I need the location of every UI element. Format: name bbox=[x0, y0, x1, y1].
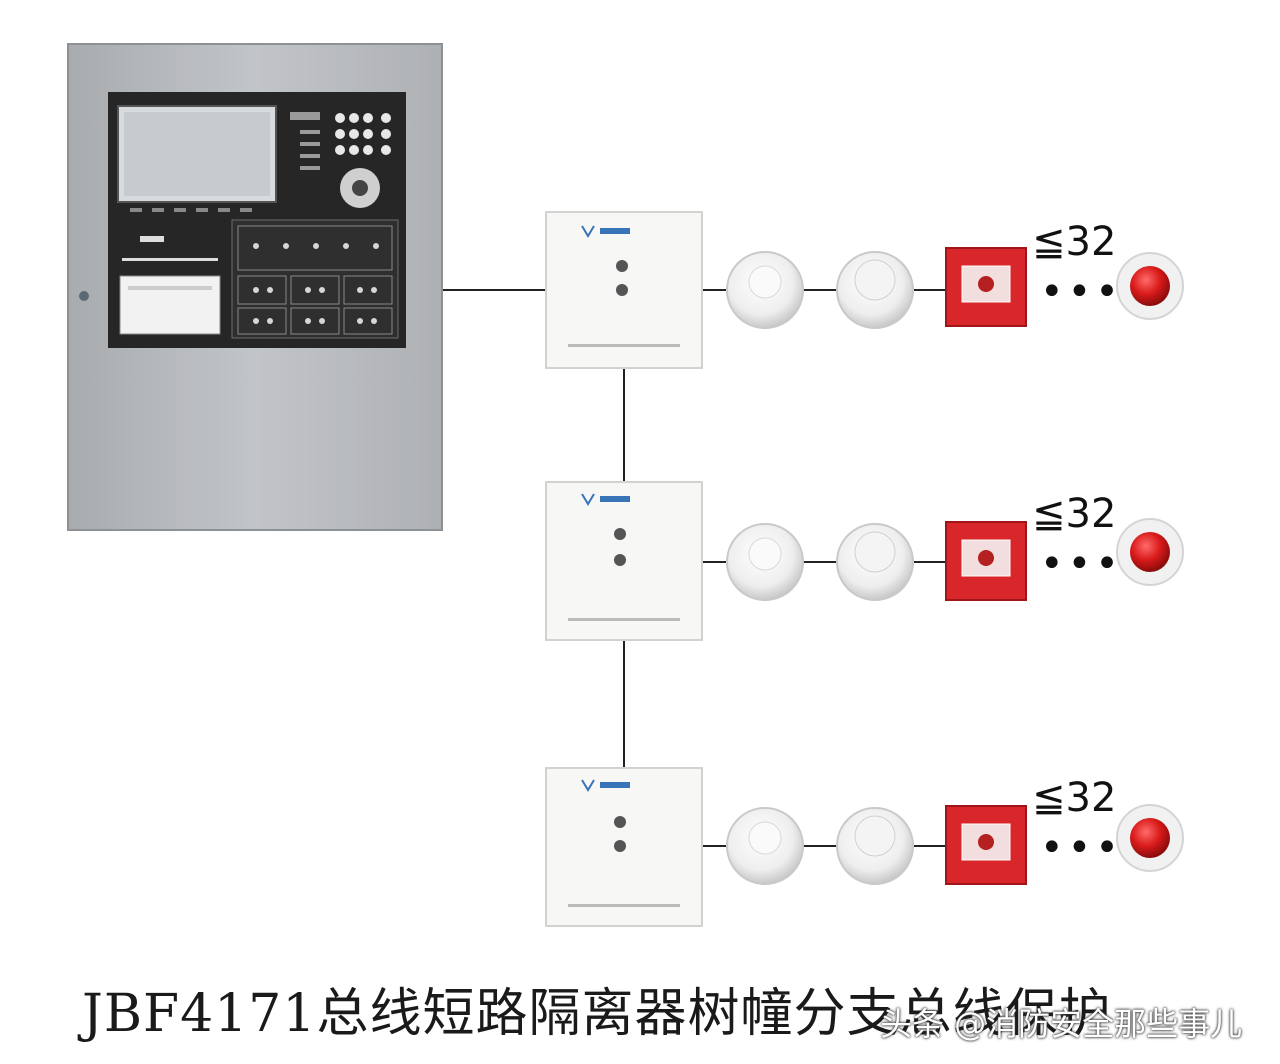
bus-wires bbox=[442, 289, 946, 847]
manual-call-point-1 bbox=[945, 247, 1027, 327]
smoke-detector-3 bbox=[726, 807, 804, 885]
alarm-light-2 bbox=[1116, 518, 1184, 586]
fire-alarm-control-panel bbox=[67, 43, 443, 531]
isolator-module-1 bbox=[545, 211, 703, 369]
more-devices-ellipsis-3: ••• bbox=[1040, 825, 1123, 871]
heat-detector-1 bbox=[836, 251, 914, 329]
device-count-label-1: ≦32 bbox=[1032, 219, 1117, 265]
smoke-detector-2 bbox=[726, 523, 804, 601]
smoke-detector-1 bbox=[726, 251, 804, 329]
manual-call-point-3 bbox=[945, 805, 1027, 885]
watermark: 头条 @消防安全那些事儿 bbox=[880, 1005, 1243, 1043]
isolator-module-2 bbox=[545, 481, 703, 641]
device-count-label-2: ≦32 bbox=[1032, 491, 1117, 537]
manual-call-point-2 bbox=[945, 521, 1027, 601]
heat-detector-3 bbox=[836, 807, 914, 885]
more-devices-ellipsis-1: ••• bbox=[1040, 269, 1123, 315]
more-devices-ellipsis-2: ••• bbox=[1040, 541, 1123, 587]
device-count-label-3: ≦32 bbox=[1032, 775, 1117, 821]
alarm-light-1 bbox=[1116, 252, 1184, 320]
isolator-module-3 bbox=[545, 767, 703, 927]
heat-detector-2 bbox=[836, 523, 914, 601]
diagram-caption: JBF4171总线短路隔离器树幢分支总线保护 bbox=[82, 984, 1112, 1044]
alarm-light-3 bbox=[1116, 804, 1184, 872]
